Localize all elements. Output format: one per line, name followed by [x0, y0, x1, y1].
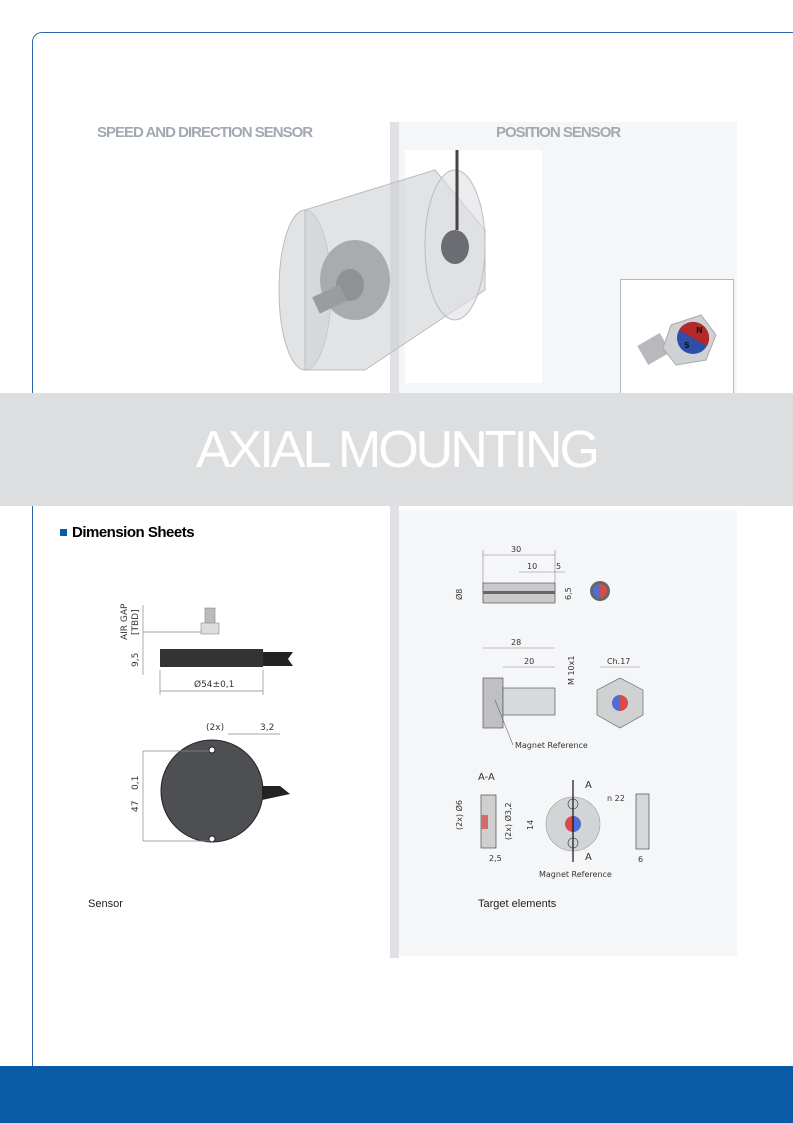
hole-spacing-label: 47 — [131, 801, 141, 812]
bolt-thread-label: M 10x1 — [567, 656, 576, 685]
pin-end-label: 5 — [556, 562, 561, 571]
north-pole-label: N — [696, 326, 703, 335]
disc-spacing-label: 14 — [526, 820, 535, 830]
target-bolt-thumbnail: N S — [620, 279, 734, 394]
disc-hole-label: (2x) Ø3,2 — [503, 802, 513, 840]
sensor-caption: Sensor — [88, 898, 123, 910]
target-elements-caption: Target elements — [478, 898, 557, 910]
dimension-sheets-title: Dimension Sheets — [72, 524, 195, 541]
hole-spacing-tolerance-label: 0,1 — [131, 776, 141, 790]
footer-bar — [0, 1066, 793, 1123]
speed-direction-header: SPEED AND DIRECTION SENSOR — [97, 124, 313, 141]
disc-depth-label: 2,5 — [489, 854, 502, 863]
hole-count-label: (2x) — [206, 723, 224, 733]
sensor-dimension-drawing: AIR GAP [TBD] 9,5 Ø54±0,1 (2x) 3,2 47 0,… — [120, 603, 293, 843]
column-divider — [390, 122, 399, 958]
target-dimension-drawings: 30 10 5 Ø8 6,5 28 20 M 10x1 Magnet Refer… — [454, 545, 650, 879]
pin-mid-label: 10 — [527, 562, 537, 571]
page-frame — [32, 32, 793, 1072]
section-mark-bottom: A — [585, 852, 592, 863]
disc-bore-label: (2x) Ø6 — [454, 800, 464, 830]
disc-diameter-label: n 22 — [607, 794, 625, 803]
right-panel-bottom — [399, 510, 737, 956]
pin-length-label: 30 — [511, 545, 521, 554]
axial-mounting-banner: AXIAL MOUNTING — [0, 393, 793, 506]
bolt-length-label: 28 — [511, 638, 521, 647]
dimension-sheets-heading: Dimension Sheets — [60, 524, 195, 541]
position-sensor-header: POSITION SENSOR — [496, 124, 621, 141]
pin-diameter-label: Ø8 — [454, 589, 464, 600]
sensor-height-label: 9,5 — [131, 653, 141, 667]
air-gap-tbd-label: [TBD] — [131, 609, 141, 635]
sensor-diameter-label: Ø54±0,1 — [194, 679, 234, 690]
bolt-magnet-reference-label: Magnet Reference — [515, 741, 588, 750]
bolt-thread-length-label: 20 — [524, 657, 534, 666]
disc-magnet-reference-label: Magnet Reference — [539, 870, 612, 879]
banner-title: AXIAL MOUNTING — [195, 420, 600, 479]
south-pole-label: S — [684, 341, 690, 350]
disc-thickness-label: 6 — [638, 855, 643, 864]
hole-diameter-label: 3,2 — [260, 723, 274, 733]
assembly-illustration — [278, 150, 542, 383]
pin-flat-label: 6,5 — [564, 587, 573, 600]
air-gap-label: AIR GAP — [120, 603, 130, 640]
section-mark-top: A — [585, 780, 592, 791]
bullet-square-icon — [60, 529, 67, 536]
bolt-hex-label: Ch.17 — [607, 657, 630, 666]
section-aa-label: A-A — [478, 772, 495, 783]
